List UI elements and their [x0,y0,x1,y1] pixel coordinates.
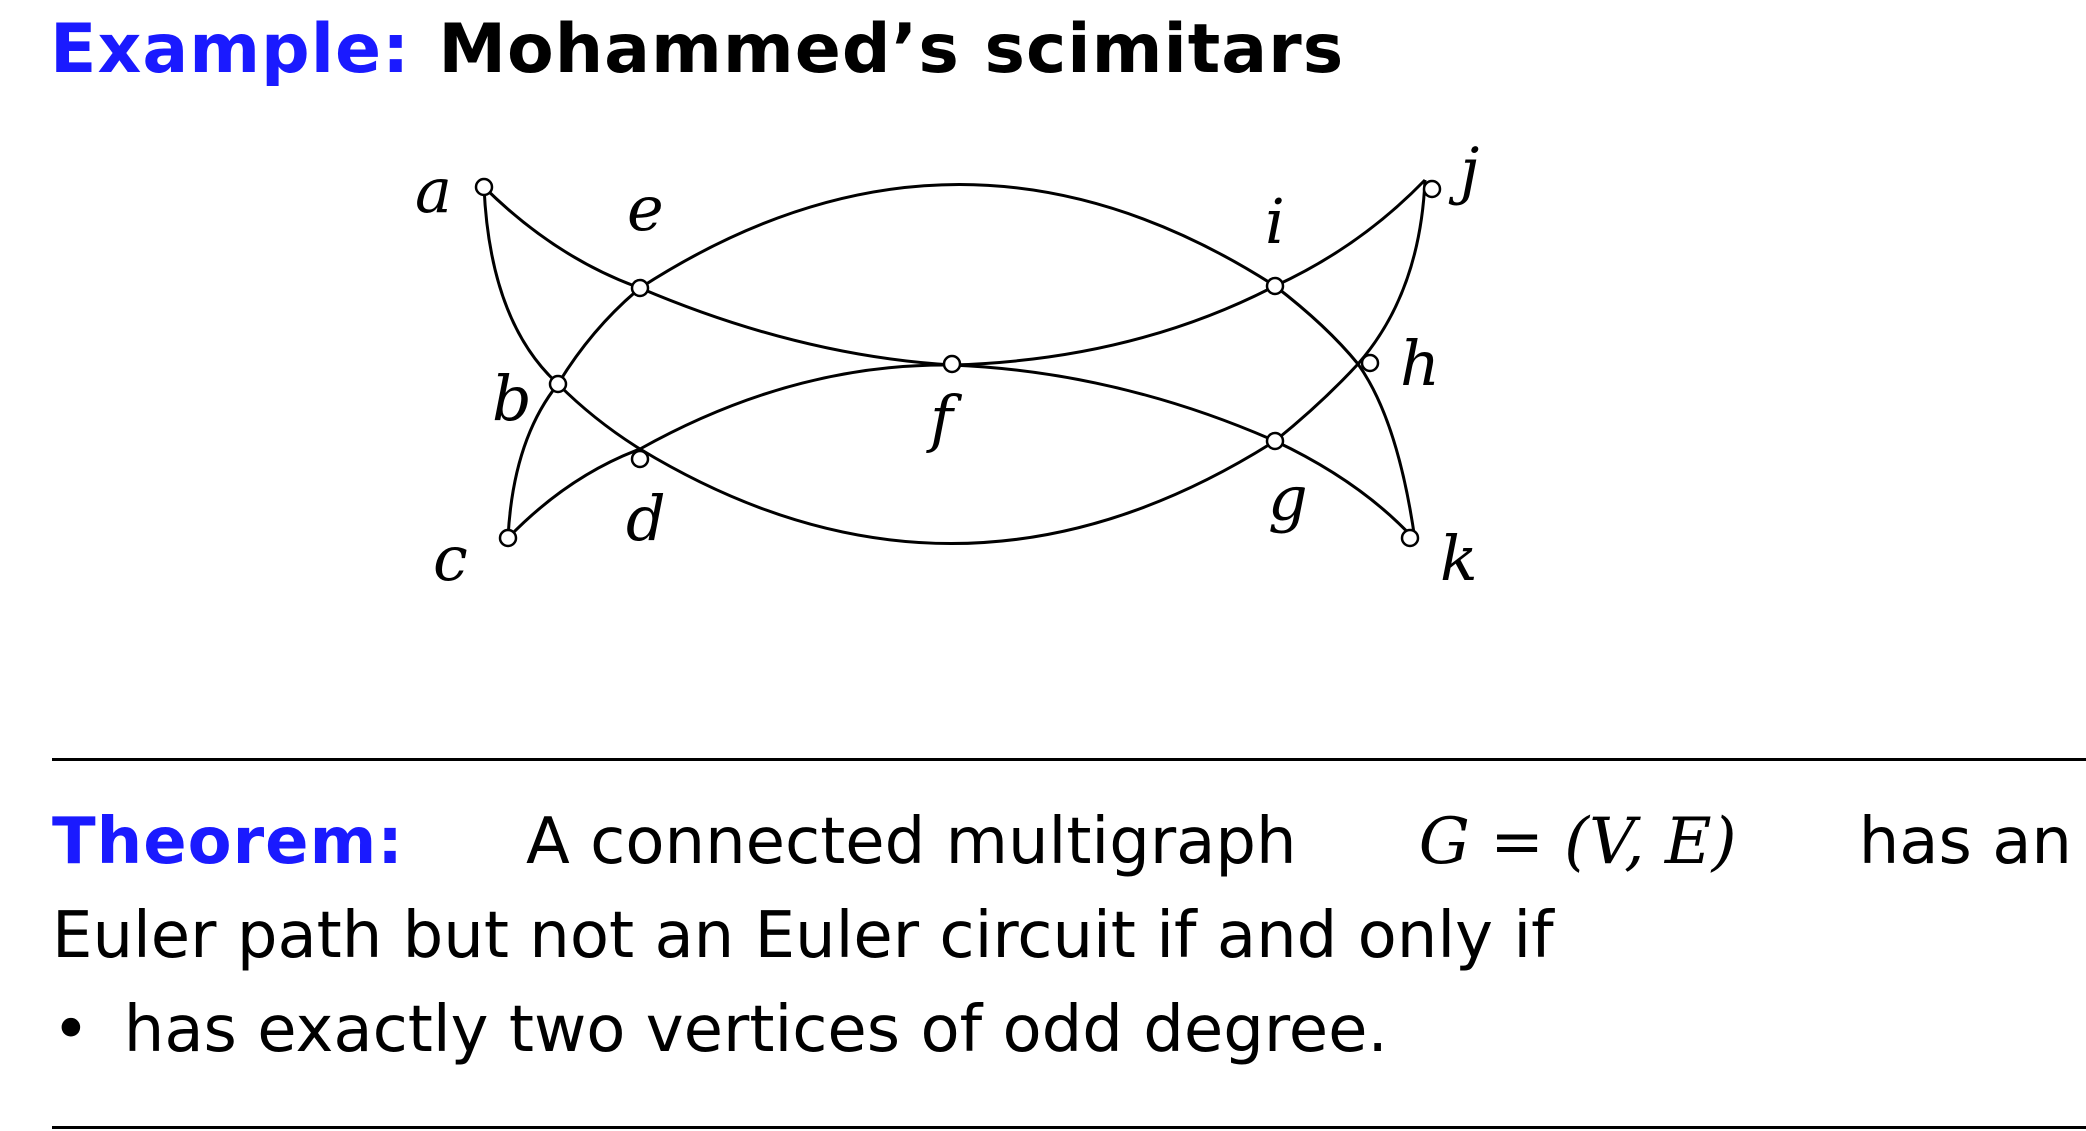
theorem-line-2: Euler path but not an Euler circuit if a… [52,899,1554,973]
theorem-keyword: Theorem: [52,805,404,879]
top-divider [52,758,2086,761]
theorem-block: Theorem: A connected multigraph G = (V, … [52,795,2072,1077]
vertex-label-k: k [1440,522,1478,595]
edge-f-i [951,284,1276,367]
bottom-divider [52,1126,2086,1129]
edge-e-i [639,183,1276,290]
scimitars-graph-diagram: a b c d e f g h i j k [415,134,1479,595]
edge-i-h [1274,284,1360,365]
vertex-label-h: h [1400,327,1440,400]
vertex-j [1422,179,1442,199]
edge-g-k [1274,439,1417,542]
edge-b-e [556,286,641,385]
vertex-label-a: a [415,154,452,227]
vertex-i [1265,276,1285,296]
edge-a-b [482,186,560,386]
vertex-g [1265,431,1285,451]
edge-d-f [639,363,953,451]
vertex-e [630,278,650,298]
vertex-label-j: j [1448,134,1479,207]
edge-a-e [482,185,641,290]
edge-h-k [1356,363,1417,541]
theorem-line-1: Theorem: A connected multigraph G = (V, … [52,795,2072,889]
edge-i-j [1274,178,1427,288]
example-keyword: Example: [50,10,411,89]
vertex-label-c: c [433,522,468,595]
example-title: Mohammed’s scimitars [438,10,1345,89]
edge-c-d [506,447,641,540]
vertex-label-f: f [926,382,963,455]
vertex-h [1360,353,1380,373]
theorem-bullet-text: has exactly two vertices of odd degree. [123,993,1388,1067]
edge-e-f [639,286,953,367]
theorem-math: G = (V, E) [1418,805,1737,879]
theorem-line1-tail: has an [1858,805,2072,879]
edge-b-c [506,383,560,539]
vertex-a [474,177,494,197]
bullet-marker: • [52,993,90,1067]
theorem-line1-text: A connected multigraph [526,805,1297,879]
vertex-d [630,449,650,469]
edge-j-h [1356,179,1427,365]
vertex-label-e: e [627,172,664,245]
edge-b-d [556,382,641,451]
edge-d-g [639,439,1276,546]
slide-title: Example: Mohammed’s scimitars [50,10,1344,89]
edge-f-g [951,363,1276,443]
vertex-label-b: b [492,362,532,435]
vertex-c [498,528,518,548]
edge-g-h [1274,362,1360,443]
vertex-b [548,374,568,394]
vertex-k [1400,528,1420,548]
vertex-label-g: g [1268,462,1308,535]
vertex-label-i: i [1265,185,1285,258]
vertex-label-d: d [626,482,666,555]
vertex-f [942,354,962,374]
theorem-bullet-item: • has exactly two vertices of odd degree. [52,983,2072,1077]
